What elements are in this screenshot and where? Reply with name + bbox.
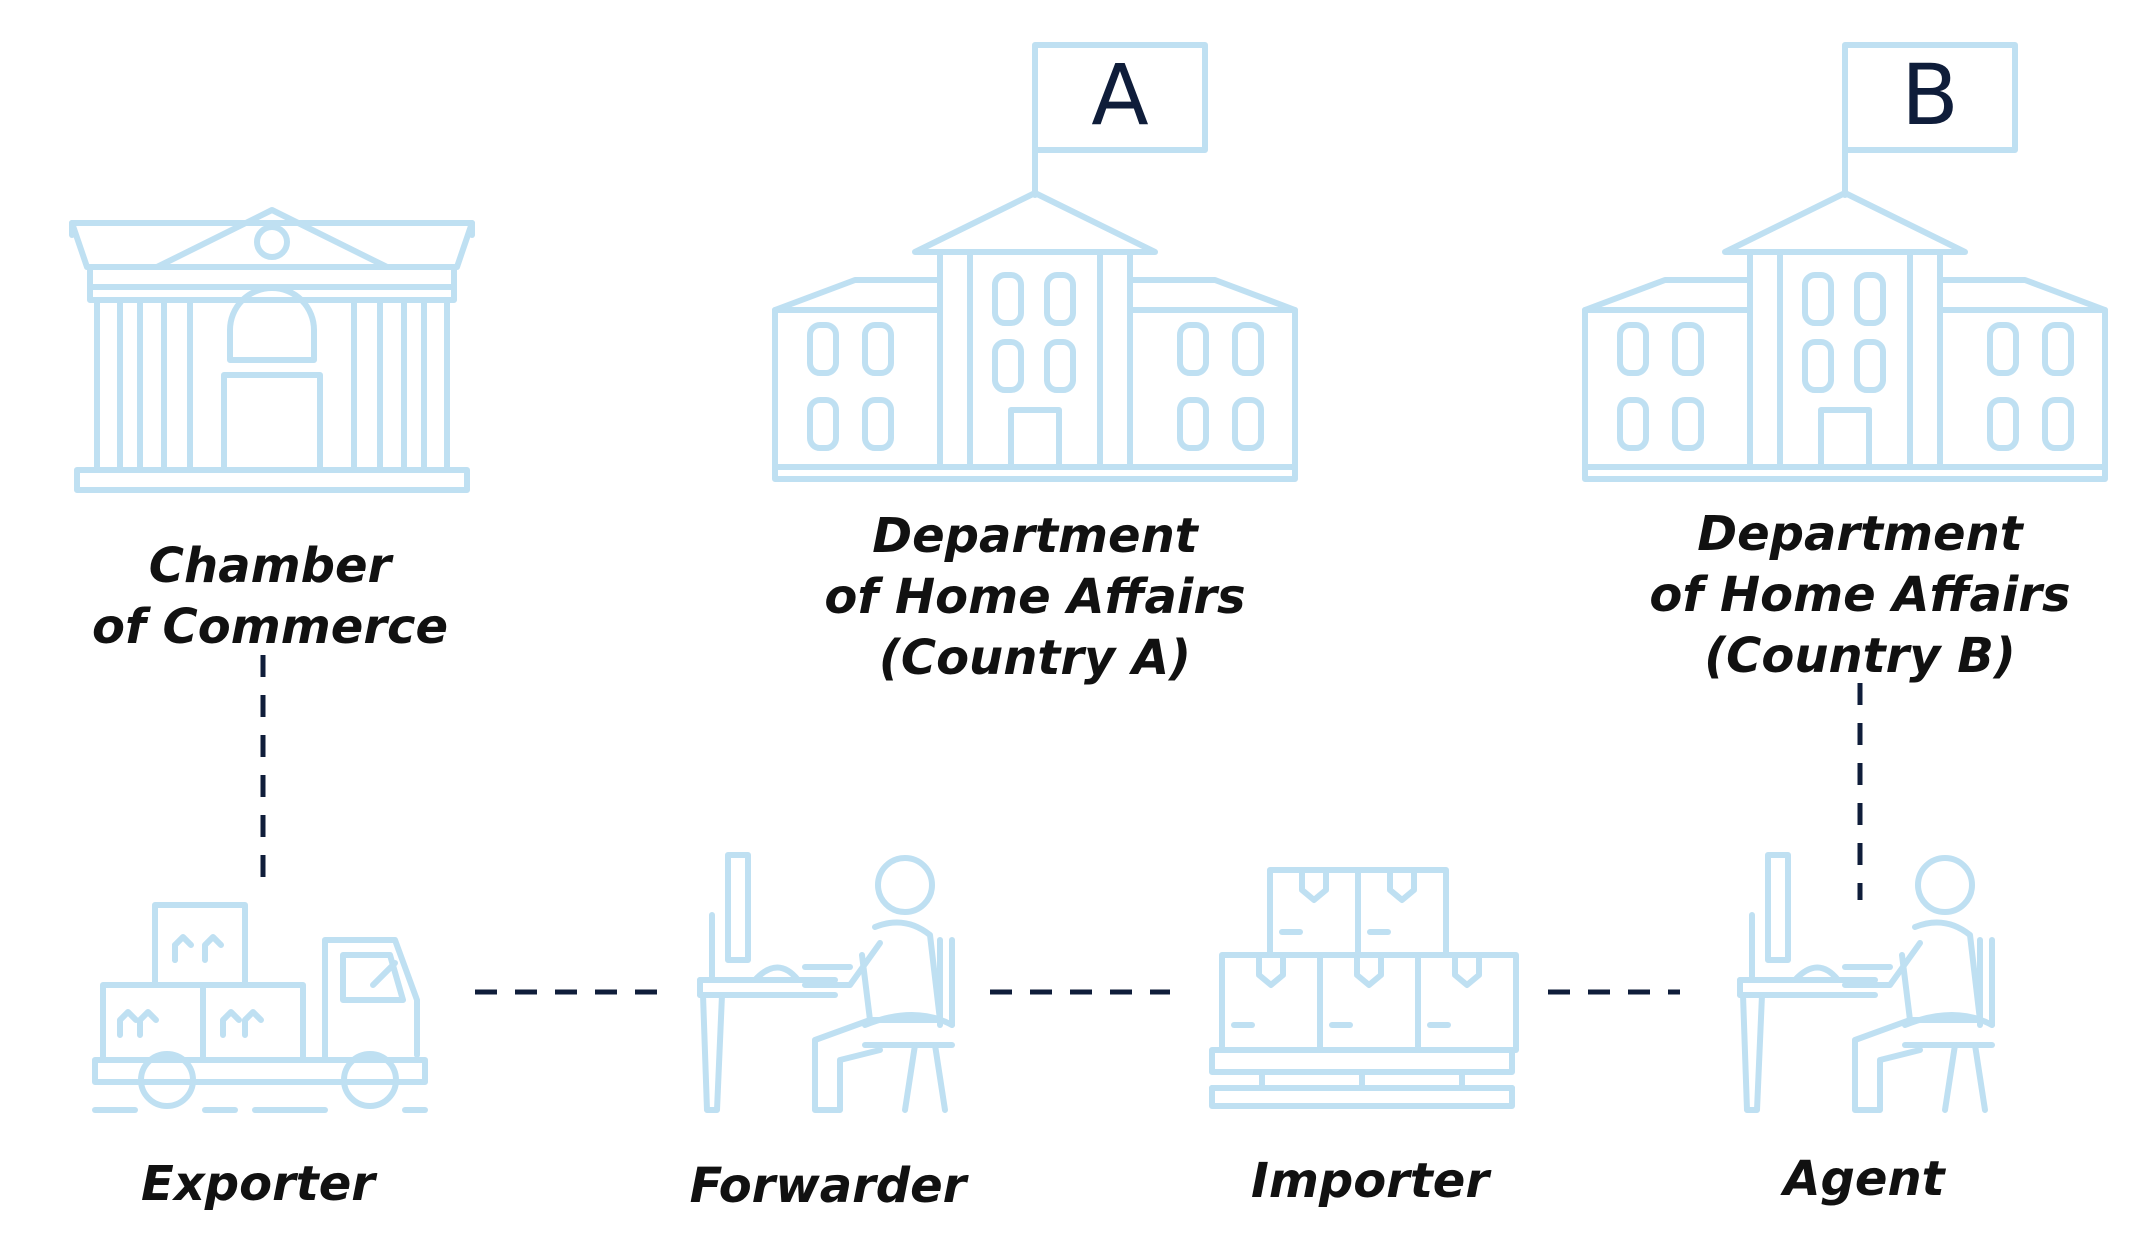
delivery-truck-icon <box>92 902 428 1113</box>
classical-building-icon <box>69 207 475 493</box>
home-affairs-b-label-line1: Department <box>1697 506 2025 562</box>
home-affairs-b-label-line2: of Home Affairs <box>1649 567 2070 623</box>
importer-label: Importer <box>1251 1153 1492 1209</box>
flag-letter-b: B <box>1901 46 1959 144</box>
home-affairs-a-label-line3: (Country A) <box>879 630 1191 686</box>
flag-letter-a: A <box>1091 46 1148 144</box>
desk-worker-icon <box>700 855 952 1110</box>
home-affairs-b-label-line3: (Country B) <box>1704 628 2016 684</box>
chamber-label-line1: Chamber <box>149 538 395 594</box>
forwarder-label: Forwarder <box>690 1158 970 1214</box>
government-building-icon <box>775 45 1295 479</box>
home-affairs-a-label-line2: of Home Affairs <box>824 569 1245 625</box>
desk-worker-icon <box>1740 855 1992 1110</box>
home-affairs-a-label-line1: Department <box>872 508 1200 564</box>
exporter-label: Exporter <box>141 1156 378 1212</box>
chamber-label-line2: of Commerce <box>92 599 448 655</box>
agent-label: Agent <box>1779 1151 1946 1207</box>
pallet-boxes-icon <box>1209 867 1519 1109</box>
government-building-icon <box>1585 45 2105 479</box>
